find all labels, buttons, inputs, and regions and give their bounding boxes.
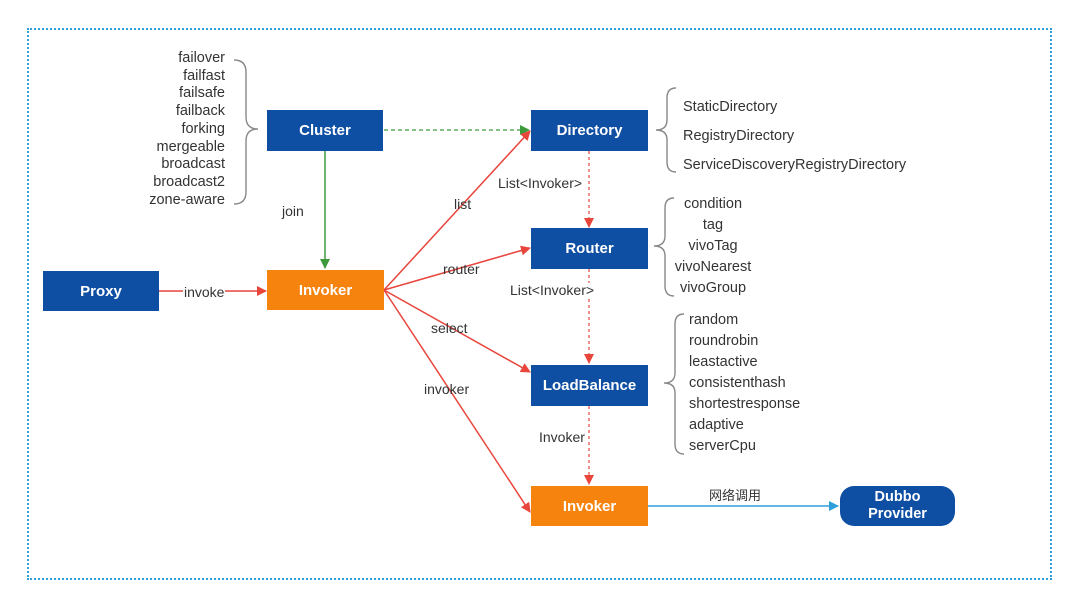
provider-line-1: Dubbo	[874, 489, 921, 505]
loadbalance-node: LoadBalance	[531, 365, 648, 406]
loadbalance-types-list: random roundrobin leastactive consistent…	[689, 310, 800, 457]
loadbalance-type: adaptive	[689, 417, 744, 433]
loadbalance-type: consistenthash	[689, 375, 786, 391]
router-type: vivoGroup	[679, 280, 747, 296]
router-type: vivoTag	[688, 238, 738, 254]
router-type: vivoNearest	[674, 259, 752, 275]
invoker-target-node: Invoker	[531, 486, 648, 526]
cluster-strategy: zone-aware	[149, 191, 225, 208]
loadbalance-type: random	[689, 312, 739, 328]
directory-node: Directory	[531, 110, 648, 151]
edge-label-directory-router: List<Invoker>	[497, 175, 584, 191]
cluster-strategy: broadcast	[161, 156, 225, 173]
brace-router-types	[653, 197, 675, 297]
cluster-strategy: broadcast2	[153, 173, 225, 190]
brace-loadbalance-types	[663, 313, 685, 455]
brace-directory-types	[655, 87, 677, 173]
router-type: condition	[683, 196, 743, 212]
cluster-node: Cluster	[267, 110, 383, 151]
cluster-strategy: forking	[181, 120, 225, 137]
cluster-strategy: mergeable	[156, 138, 225, 155]
edge-invoker-target	[383, 289, 531, 513]
brace-cluster-strategies	[233, 59, 259, 205]
router-types-list: condition tag vivoTag vivoNearest vivoGr…	[669, 194, 757, 299]
edge-label-network-call: 网络调用	[709, 488, 762, 503]
dubbo-provider-node: Dubbo Provider	[840, 486, 955, 526]
loadbalance-type: leastactive	[689, 354, 758, 370]
edge-label-loadbalance-invoker: Invoker	[538, 429, 586, 445]
loadbalance-type: serverCpu	[689, 438, 756, 454]
edge-label-select: select	[431, 320, 468, 336]
loadbalance-type: roundrobin	[689, 333, 759, 349]
cluster-strategy: failfast	[183, 67, 225, 84]
edge-invoker-router	[383, 245, 531, 291]
edge-label-invoker: invoker	[424, 381, 470, 397]
loadbalance-type: shortestresponse	[689, 396, 801, 412]
edge-invoker-directory	[383, 130, 531, 291]
diagram-frame	[27, 28, 1052, 580]
provider-line-2: Provider	[868, 506, 927, 522]
cluster-strategy: failback	[175, 103, 225, 120]
edge-invoker-loadbalance	[383, 289, 531, 373]
router-node: Router	[531, 228, 648, 269]
edge-label-router: router	[443, 261, 480, 277]
router-type: tag	[702, 217, 724, 233]
edge-label-list: list	[454, 196, 472, 212]
edge-label-invoke: invoke	[183, 284, 226, 300]
proxy-node: Proxy	[43, 271, 159, 311]
directory-types-list: StaticDirectory RegistryDirectory Servic…	[683, 93, 906, 180]
cluster-strategy: failsafe	[179, 85, 225, 102]
invoker-main-node: Invoker	[267, 270, 384, 310]
directory-type: RegistryDirectory	[683, 128, 795, 144]
directory-type: ServiceDiscoveryRegistryDirectory	[683, 157, 907, 173]
cluster-strategies-list: failover failfast failsafe failback fork…	[120, 50, 225, 209]
edge-label-router-loadbalance: List<Invoker>	[509, 282, 596, 298]
edge-label-join: join	[282, 203, 304, 219]
directory-type: StaticDirectory	[683, 99, 778, 115]
cluster-strategy: failover	[178, 50, 225, 66]
